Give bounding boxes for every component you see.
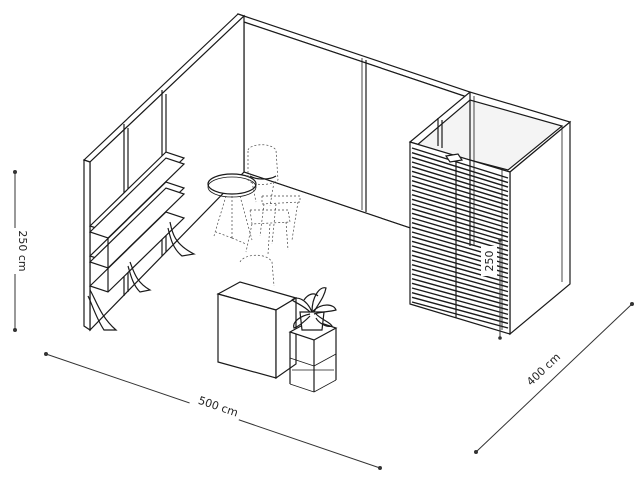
- chair-back: [247, 144, 301, 245]
- booth-slat: [411, 287, 509, 316]
- booth-slat: [411, 282, 509, 311]
- booth-slat: [411, 179, 509, 211]
- booth-slat: [411, 263, 509, 293]
- booth-slat: [411, 217, 509, 247]
- booth-slat: [411, 189, 509, 220]
- chair-front: [245, 209, 291, 255]
- booth-slat: [411, 291, 509, 320]
- booth-slat: [411, 259, 509, 288]
- booth-slat: [411, 161, 509, 193]
- booth-slat: [411, 212, 509, 243]
- height-dimension: 250 cm: [5, 170, 29, 332]
- booth-slat: [411, 254, 509, 284]
- booth-slat: [411, 268, 509, 297]
- booth-slat: [411, 301, 509, 329]
- wall-shelves: [87, 151, 196, 331]
- booth-slat: [411, 296, 509, 325]
- booth-slat: [411, 170, 509, 202]
- booth-slat: [411, 203, 509, 234]
- booth-slat: [411, 198, 509, 229]
- booth-slat: [411, 175, 509, 206]
- booth-slat: [411, 207, 509, 238]
- booth-slat: [411, 184, 509, 216]
- booth-slats: [411, 147, 509, 329]
- width-label: 500 cm: [197, 394, 240, 420]
- storage-booth: [408, 91, 572, 336]
- booth-height-label: 250: [481, 246, 497, 276]
- booth-slat: [411, 151, 509, 184]
- booth-slat: [411, 277, 509, 306]
- height-label: 250 cm: [16, 230, 29, 271]
- counter-desk: [216, 254, 298, 380]
- booth-slat: [411, 273, 509, 302]
- plant: [291, 287, 337, 331]
- booth-slat: [411, 147, 509, 179]
- booth-slat: [411, 193, 509, 225]
- booth-height-text: 250: [483, 251, 496, 272]
- round-table: [207, 173, 257, 245]
- booth-slat: [411, 156, 509, 188]
- plant-stand: [288, 319, 338, 393]
- booth-slat: [411, 165, 509, 197]
